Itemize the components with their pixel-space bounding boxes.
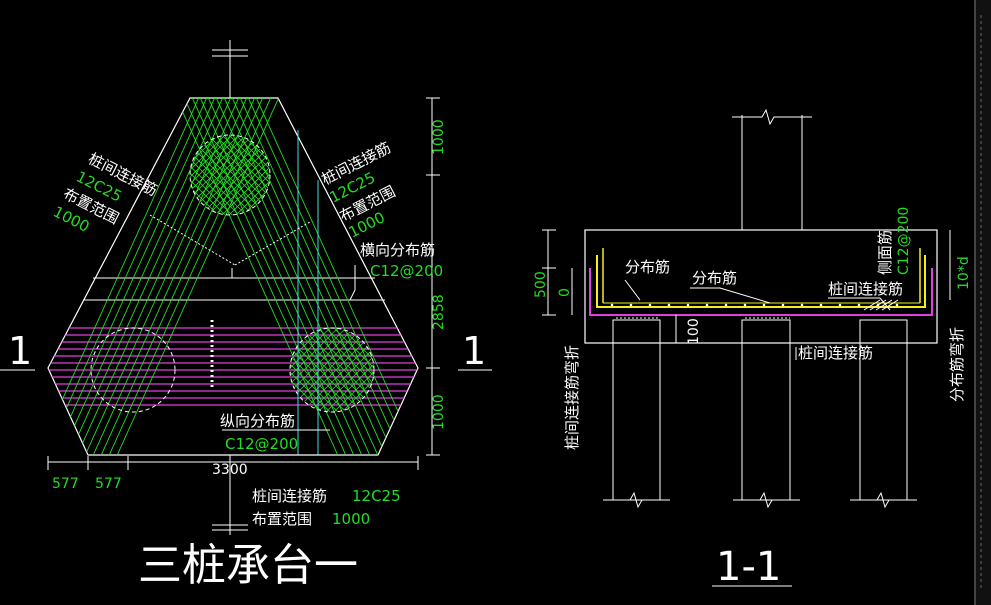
section-label-pile-conn-2: 桩间连接筋: [798, 344, 873, 362]
bottom-label-2-spec: 1000: [332, 510, 370, 528]
section-dim-500: 500: [533, 271, 549, 298]
section-label-dist-2: 分布筋: [692, 269, 737, 287]
section-label-side-spec: C12@200: [896, 207, 912, 275]
section-label-10d: 10*d: [956, 256, 972, 290]
section-label-bend-left: 桩间连接筋弯折: [563, 345, 581, 450]
plan-title: 三桩承台一: [138, 540, 358, 591]
section-label-pile-conn-1: 桩间连接筋: [828, 280, 903, 298]
section-label-dist-1: 分布筋: [625, 258, 670, 276]
pile-connection-bars-right: [48, 98, 281, 455]
cad-scrollbar[interactable]: [974, 0, 991, 605]
bottom-label-1: 桩间连接筋: [252, 487, 327, 505]
section-title: 1-1: [716, 544, 781, 590]
section-label-bend-right: 分布筋弯折: [948, 327, 966, 402]
section-pile-mid: [741, 319, 791, 501]
dim-left-1: 577: [52, 476, 79, 492]
section-cap: [584, 229, 938, 344]
vert-dist-spec: C12@200: [225, 435, 298, 453]
pile-top: [189, 134, 271, 216]
pile-left: [90, 327, 176, 413]
vert-dist-label: 纵向分布筋: [220, 412, 295, 430]
section-dim-0: 0: [557, 288, 573, 297]
dim-mid: 2858: [431, 294, 447, 330]
section-view: 分布筋 分布筋 桩间连接筋 桩间连接筋 侧面筋 C12@200 10*d 分布筋…: [533, 108, 972, 590]
section-mark-left: 1: [8, 329, 32, 373]
dim-bottom: 1000: [431, 394, 447, 430]
section-pile-connection-bar: [589, 268, 933, 316]
section-pile-left: [612, 319, 661, 501]
bottom-label-1-spec: 12C25: [352, 487, 401, 505]
dim-width: 3300: [212, 462, 248, 478]
plan-view: 桩间连接筋 12C25 布置范围 1000 桩间连接筋 12C25 布置范围 1…: [0, 40, 492, 591]
pile-right: [289, 327, 375, 413]
bottom-label-2: 布置范围: [252, 510, 312, 528]
horiz-dist-spec: C12@200: [370, 262, 443, 280]
section-label-side-bar: 侧面筋: [876, 230, 894, 275]
dim-left-2: 577: [95, 476, 122, 492]
horiz-dist-label: 横向分布筋: [360, 241, 435, 259]
dim-top: 1000: [431, 119, 447, 155]
section-mark-right: 1: [462, 329, 486, 373]
section-dim-100: 100: [686, 318, 702, 345]
horizontal-distribution-bars: [48, 327, 418, 406]
section-distribution-bar: [596, 255, 926, 308]
